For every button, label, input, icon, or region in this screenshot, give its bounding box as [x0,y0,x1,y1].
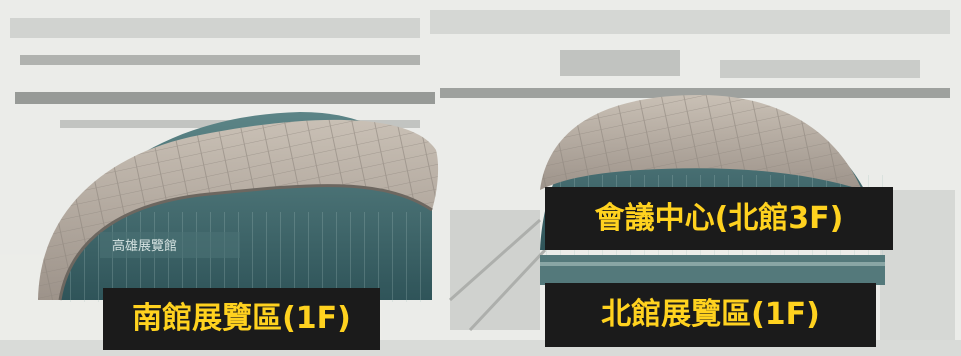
north-hall-label: 北館展覽區(1F) [545,283,876,347]
convention-center-label: 會議中心(北館3F) [545,187,893,250]
south-hall-building: 高雄展覽館 [38,112,439,302]
facade-sign: 高雄展覽館 [112,238,177,254]
south-hall-label: 南館展覽區(1F) [103,288,380,350]
